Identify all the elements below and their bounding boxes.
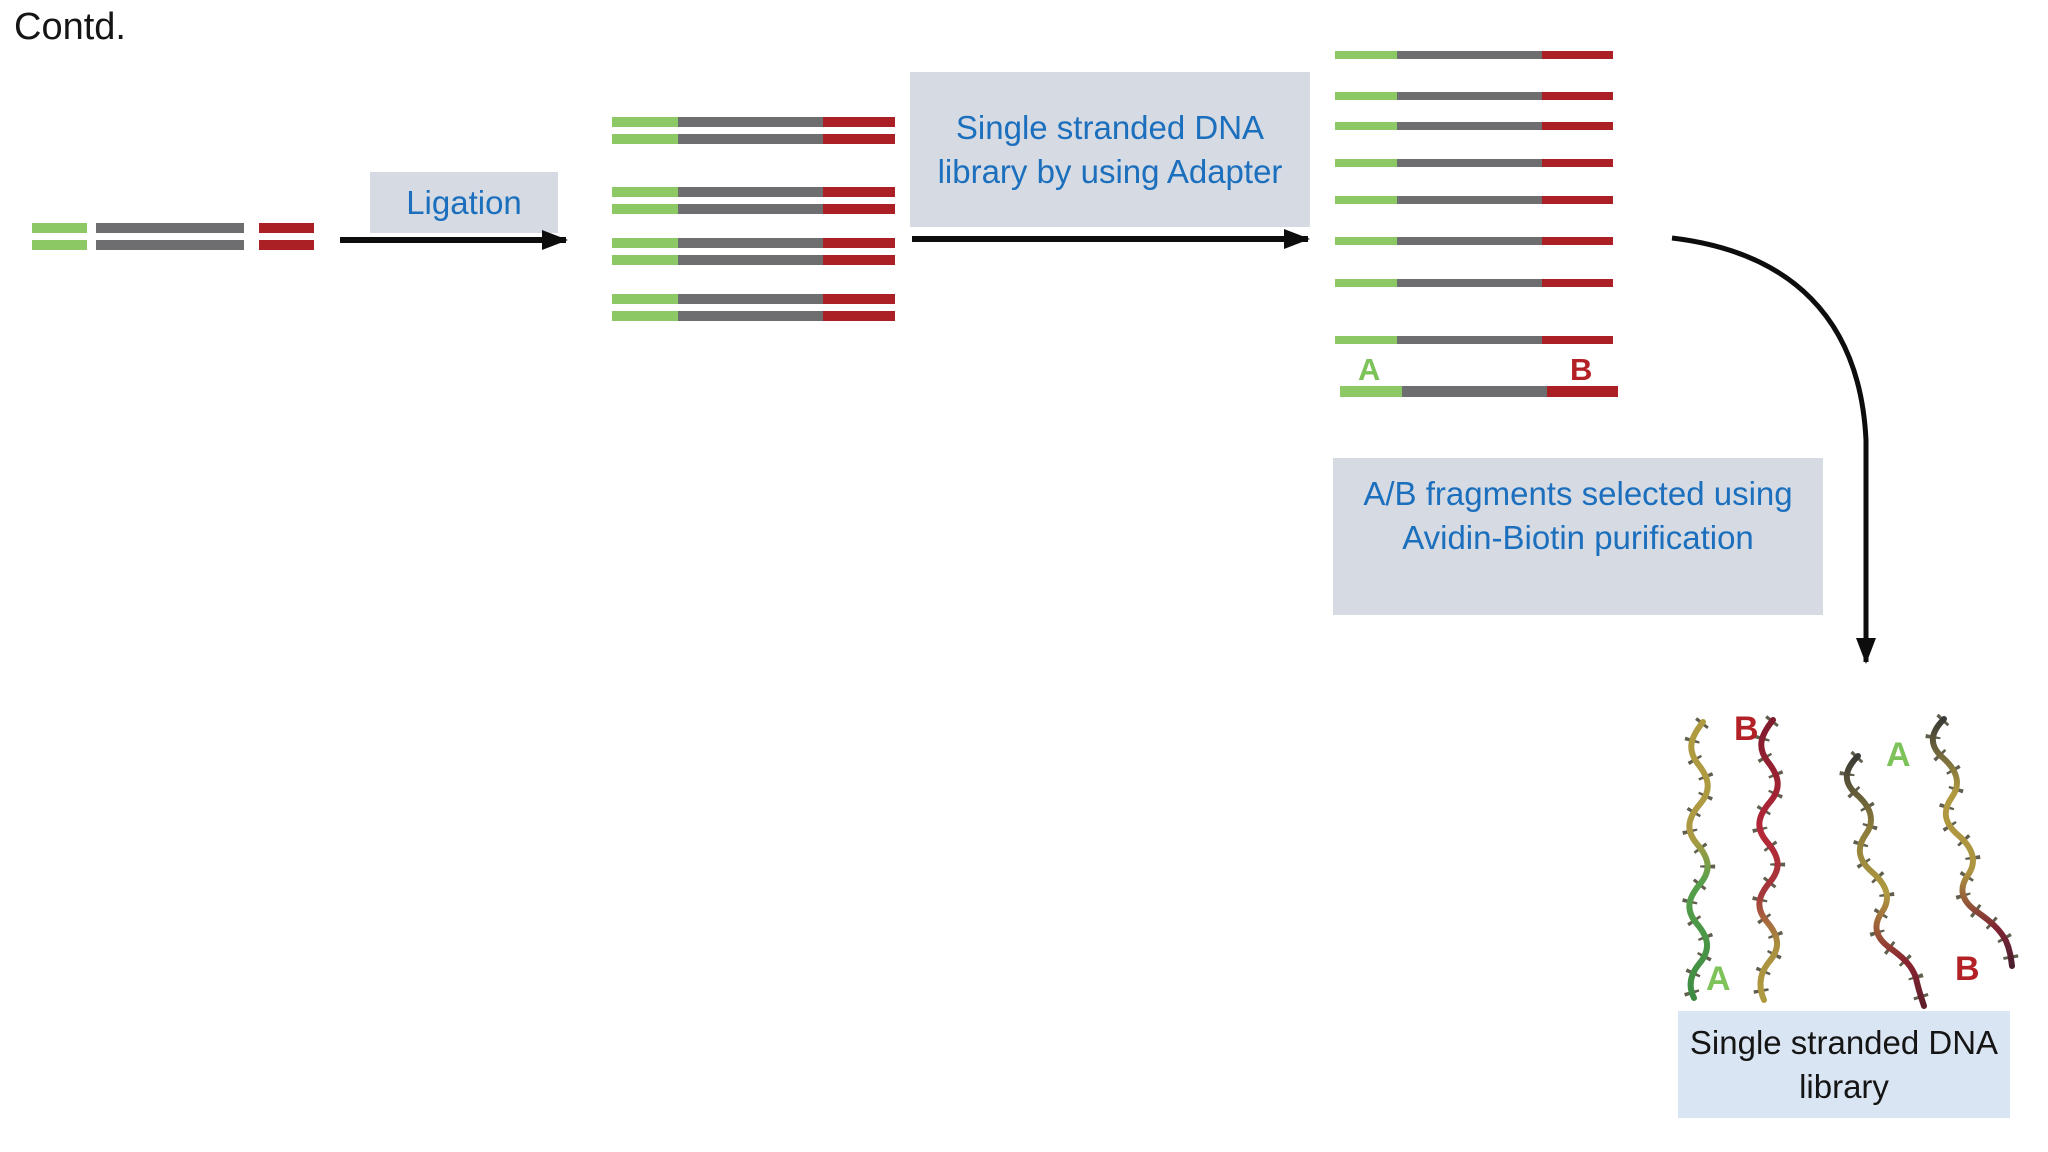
insert-segment [1397,51,1542,59]
insert-segment [1397,159,1542,167]
adapter-a-segment [612,187,678,197]
ligated-fragment [612,238,895,272]
adapter-a-letter: A [1358,352,1381,387]
adapter-b-segment [823,238,895,248]
adapter-b-segment [1542,237,1613,245]
adapter-a-segment [612,117,678,127]
strand-label-a: A [1886,736,1911,774]
adapter-a-segment [612,255,678,265]
ss-library-bar [1335,159,1613,167]
insert-segment [678,255,823,265]
adapter-a-segment [1335,336,1397,344]
ss-library-bar [1335,92,1613,100]
adapter-a-segment [1335,237,1397,245]
adapter-b-segment [1542,279,1613,287]
adapter-b-segment [1542,122,1613,130]
ss-library-bar [1335,122,1613,130]
source-fragment-strand-row [32,240,314,250]
insert-segment [1397,92,1542,100]
insert-segment [678,238,823,248]
ss-library-bar [1335,279,1613,287]
insert-segment [678,117,823,127]
insert-segment [1397,122,1542,130]
adapter-a-segment [1335,51,1397,59]
adapter-a-segment [1335,92,1397,100]
insert-segment [678,187,823,197]
ss-library-bar [1335,336,1613,344]
strand-label-b: B [1955,950,1980,988]
ligated-strand-row [612,238,895,248]
ss-library-result-label: Single stranded DNA library [1678,1011,2010,1118]
adapter-a-segment [1335,279,1397,287]
adapter-a-segment [1335,196,1397,204]
insert-segment [678,294,823,304]
ligated-strand-row [612,117,895,127]
adapter-b-letter: B [1570,352,1593,387]
ligated-fragment [612,294,895,328]
adapter-b-segment [259,240,314,250]
adapter-b-segment [1542,92,1613,100]
insert-segment [96,240,244,250]
adapter-b-segment [1547,386,1618,397]
ligated-strand-row [612,187,895,197]
adapter-b-segment [823,187,895,197]
adapter-a-segment [612,134,678,144]
ss-library-bar [1335,51,1613,59]
dna-strand-gold-green [1682,717,1716,1002]
insert-segment [1402,386,1547,397]
adapter-a-segment [612,311,678,321]
insert-segment [1397,237,1542,245]
ligated-strand-row [612,134,895,144]
insert-segment [96,223,244,233]
insert-segment [678,134,823,144]
ligated-strand-row [612,311,895,321]
adapter-a-segment [32,240,87,250]
ab-selection-label: A/B fragments selected using Avidin-Biot… [1333,458,1823,615]
source-fragment-strand-row [32,223,314,233]
ss-library-bar [1335,237,1613,245]
ligated-strand-row [612,204,895,214]
source-fragment [32,223,314,257]
adapter-b-segment [823,134,895,144]
adapter-b-segment [823,117,895,127]
dna-strand-dark-gold-maroon [1839,750,1932,1009]
insert-segment [1397,196,1542,204]
adapter-b-segment [1542,159,1613,167]
adapter-a-segment [32,223,87,233]
adapter-a-segment [1335,159,1397,167]
adapter-a-segment [1335,122,1397,130]
adapter-b-segment [823,294,895,304]
dna-strand-dark-gold-maroon-2 [1925,713,2020,969]
adapter-a-segment [612,238,678,248]
ligated-fragment [612,117,895,151]
dna-strand-red-gold [1752,715,1786,1003]
adapter-b-segment [1542,336,1613,344]
insert-segment [1397,336,1542,344]
ligation-step-label: Ligation [370,172,558,233]
insert-segment [678,204,823,214]
insert-segment [1397,279,1542,287]
strand-label-a: A [1706,960,1731,998]
adapter-a-segment [1340,386,1402,397]
ss-library-bar [1335,196,1613,204]
ligated-strand-row [612,255,895,265]
ab-selected-fragment-bar [1340,386,1621,397]
adapter-b-segment [823,311,895,321]
adapter-b-segment [1542,51,1613,59]
adapter-a-segment [612,294,678,304]
adapter-b-segment [259,223,314,233]
adapter-step-label: Single stranded DNA library by using Ada… [910,72,1310,227]
adapter-b-segment [823,204,895,214]
adapter-b-segment [1542,196,1613,204]
ligated-strand-row [612,294,895,304]
slide-contd-note: Contd. [14,6,126,48]
insert-segment [678,311,823,321]
adapter-a-segment [612,204,678,214]
adapter-b-segment [823,255,895,265]
strand-label-b: B [1734,710,1759,748]
ligated-fragment [612,187,895,221]
